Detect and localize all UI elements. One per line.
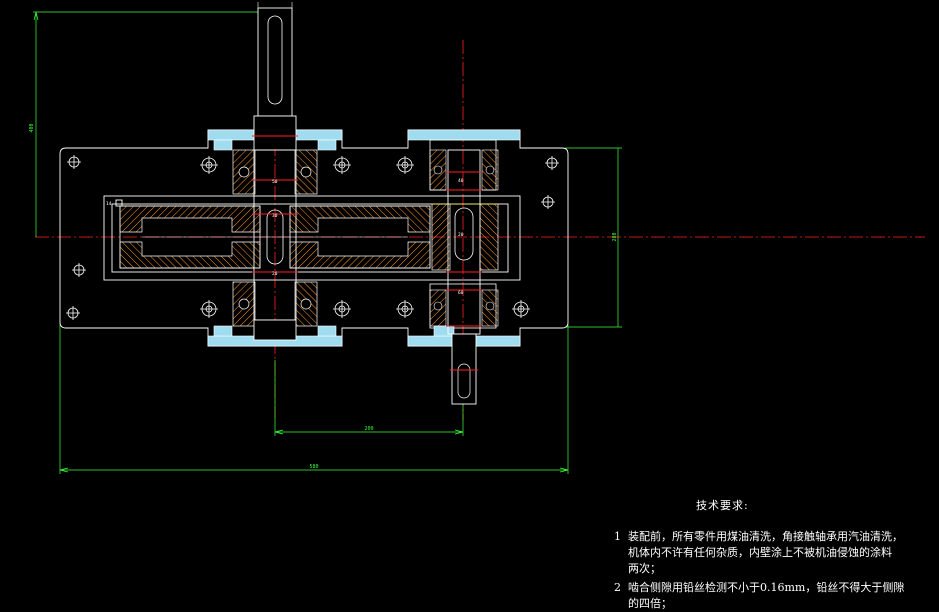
dim-shaft-height: 400 xyxy=(29,123,35,132)
bolt-hole-icon xyxy=(333,300,351,318)
bolt-hole-icon xyxy=(333,156,351,174)
bolt-hole-icon xyxy=(541,195,555,209)
bolt-hole-icon xyxy=(545,156,559,170)
dim-center-distance: 200 xyxy=(364,426,373,432)
part-tag-6: 60 xyxy=(458,290,464,296)
large-gear xyxy=(119,205,431,269)
bolt-hole-icon xyxy=(512,300,530,318)
dimension-lines xyxy=(33,11,622,474)
input-shaft xyxy=(252,2,298,341)
bolt-hole-icon xyxy=(72,263,86,277)
bolt-hole-icon xyxy=(200,300,218,318)
bolt-hole-icon xyxy=(67,155,81,169)
bolt-hole-icon xyxy=(396,300,414,318)
notes-title: 技术要求: xyxy=(696,499,749,512)
note-number: 1 xyxy=(614,530,621,543)
note-line: 两次； xyxy=(628,562,661,575)
pinion-gear xyxy=(431,203,499,271)
note-line: 装配前，所有零件用煤油清洗，角接触轴承用汽油清洗， xyxy=(628,530,903,543)
part-tag-5: 20 xyxy=(458,232,464,238)
gearbox-housing xyxy=(59,129,569,347)
note-item: 1 装配前，所有零件用煤油清洗，角接触轴承用汽油清洗， 机体内不许有任何杂质，内… xyxy=(614,529,903,577)
dim-overall-width: 580 xyxy=(309,464,318,470)
bolt-holes xyxy=(66,155,559,320)
bolt-hole-icon xyxy=(200,156,218,174)
note-line: 的四倍； xyxy=(628,597,672,610)
note-line: 啮合侧隙用铅丝检测不小于0.16mm，铅丝不得大于侧隙 xyxy=(628,581,905,594)
part-tag-1: 50 xyxy=(272,179,278,185)
part-tag-3: 20 xyxy=(272,271,278,277)
output-shaft xyxy=(446,149,482,405)
part-tag-4: 40 xyxy=(458,178,464,184)
note-item: 2 啮合侧隙用铅丝检测不小于0.16mm，铅丝不得大于侧隙 的四倍； xyxy=(614,580,904,612)
dim-right-height: 280 xyxy=(612,232,618,241)
part-tag-2: 30 xyxy=(272,213,278,219)
note-line: 机体内不许有任何杂质，内壁涂上不被机油侵蚀的涂料 xyxy=(628,546,892,559)
bolt-hole-icon xyxy=(396,156,414,174)
tag-small-left: 14 xyxy=(106,201,112,207)
bolt-hole-icon xyxy=(66,306,80,320)
right-bearing-housings xyxy=(407,129,521,347)
note-number: 2 xyxy=(614,581,621,594)
